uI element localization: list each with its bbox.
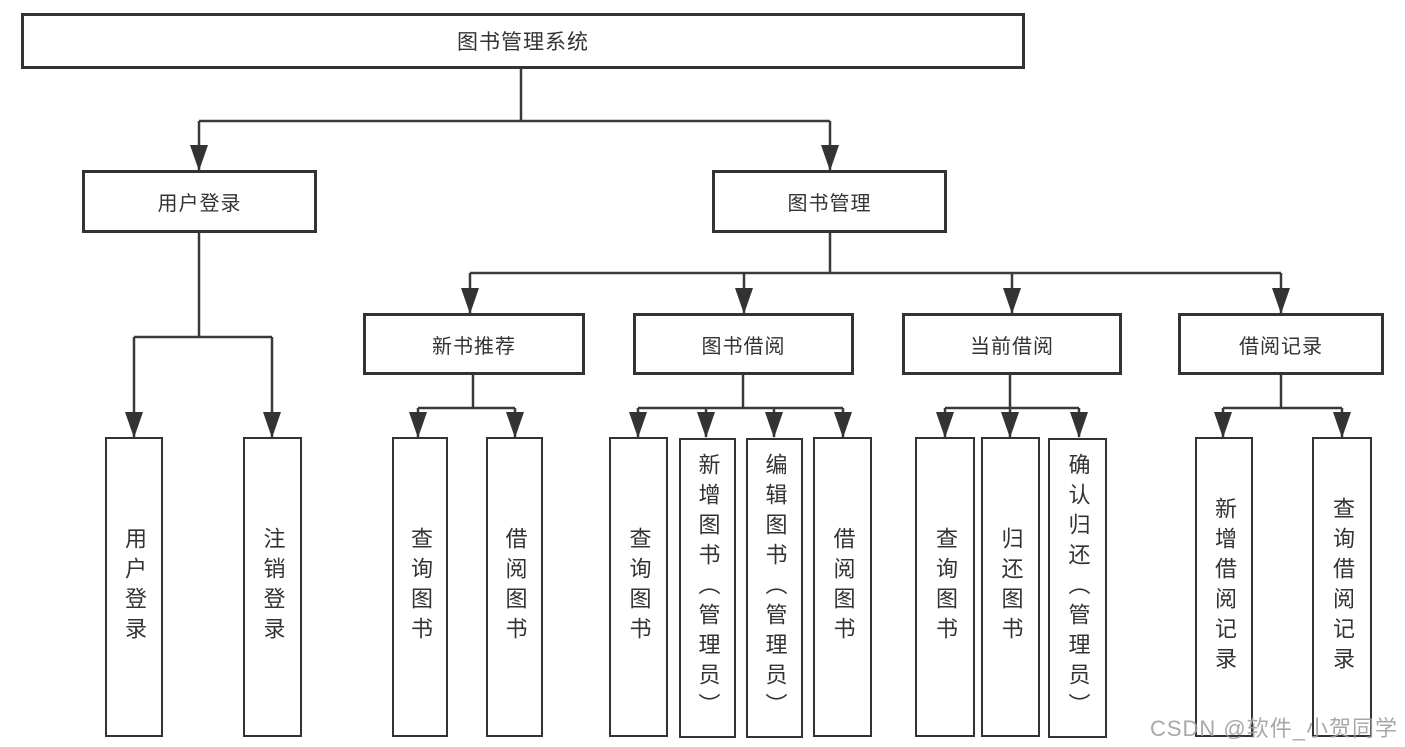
leaf-query-borrow-record-label: 查询借阅记录 <box>1330 497 1355 677</box>
leaf-query-books-borrow-label: 查询图书 <box>626 527 652 647</box>
leaf-logout: 注销登录 <box>243 437 302 737</box>
leaf-edit-books-admin: 编辑图书（管理员） <box>746 438 803 738</box>
leaf-query-books-recommend: 查询图书 <box>392 437 448 737</box>
leaf-add-books-admin: 新增图书（管理员） <box>679 438 736 738</box>
node-user-login: 用户登录 <box>82 170 317 233</box>
node-root-label: 图书管理系统 <box>457 31 589 54</box>
node-book-borrow: 图书借阅 <box>633 313 854 375</box>
leaf-add-borrow-record: 新增借阅记录 <box>1195 437 1253 737</box>
node-borrow-records-label: 借阅记录 <box>1239 335 1323 358</box>
leaf-logout-label: 注销登录 <box>260 527 286 647</box>
leaf-confirm-return-admin: 确认归还（管理员） <box>1048 438 1107 738</box>
node-current-borrow: 当前借阅 <box>902 313 1122 375</box>
leaf-query-books-current: 查询图书 <box>915 437 975 737</box>
node-new-book-recommend-label: 新书推荐 <box>432 335 516 358</box>
leaf-return-books-label: 归还图书 <box>998 527 1024 647</box>
node-new-book-recommend: 新书推荐 <box>363 313 585 375</box>
node-book-management-label: 图书管理 <box>787 193 872 215</box>
node-root: 图书管理系统 <box>21 13 1025 69</box>
leaf-borrow-books-recommend-label: 借阅图书 <box>502 527 528 647</box>
node-user-login-label: 用户登录 <box>157 193 242 215</box>
leaf-query-borrow-record: 查询借阅记录 <box>1312 437 1372 737</box>
leaf-add-books-admin-label: 新增图书（管理员） <box>695 453 721 723</box>
node-borrow-records: 借阅记录 <box>1178 313 1384 375</box>
leaf-user-login-label: 用户登录 <box>122 527 147 647</box>
leaf-add-borrow-record-label: 新增借阅记录 <box>1212 497 1237 677</box>
leaf-query-books-borrow: 查询图书 <box>609 437 668 737</box>
leaf-borrow-books-borrow-label: 借阅图书 <box>830 527 856 647</box>
leaf-borrow-books-borrow: 借阅图书 <box>813 437 872 737</box>
leaf-query-books-current-label: 查询图书 <box>933 527 958 647</box>
node-current-borrow-label: 当前借阅 <box>970 335 1054 358</box>
leaf-borrow-books-recommend: 借阅图书 <box>486 437 543 737</box>
node-book-management: 图书管理 <box>712 170 947 233</box>
leaf-edit-books-admin-label: 编辑图书（管理员） <box>762 453 788 723</box>
leaf-query-books-recommend-label: 查询图书 <box>408 527 433 647</box>
leaf-return-books: 归还图书 <box>981 437 1040 737</box>
node-book-borrow-label: 图书借阅 <box>701 335 786 358</box>
leaf-confirm-return-admin-label: 确认归还（管理员） <box>1065 453 1091 723</box>
leaf-user-login: 用户登录 <box>105 437 163 737</box>
